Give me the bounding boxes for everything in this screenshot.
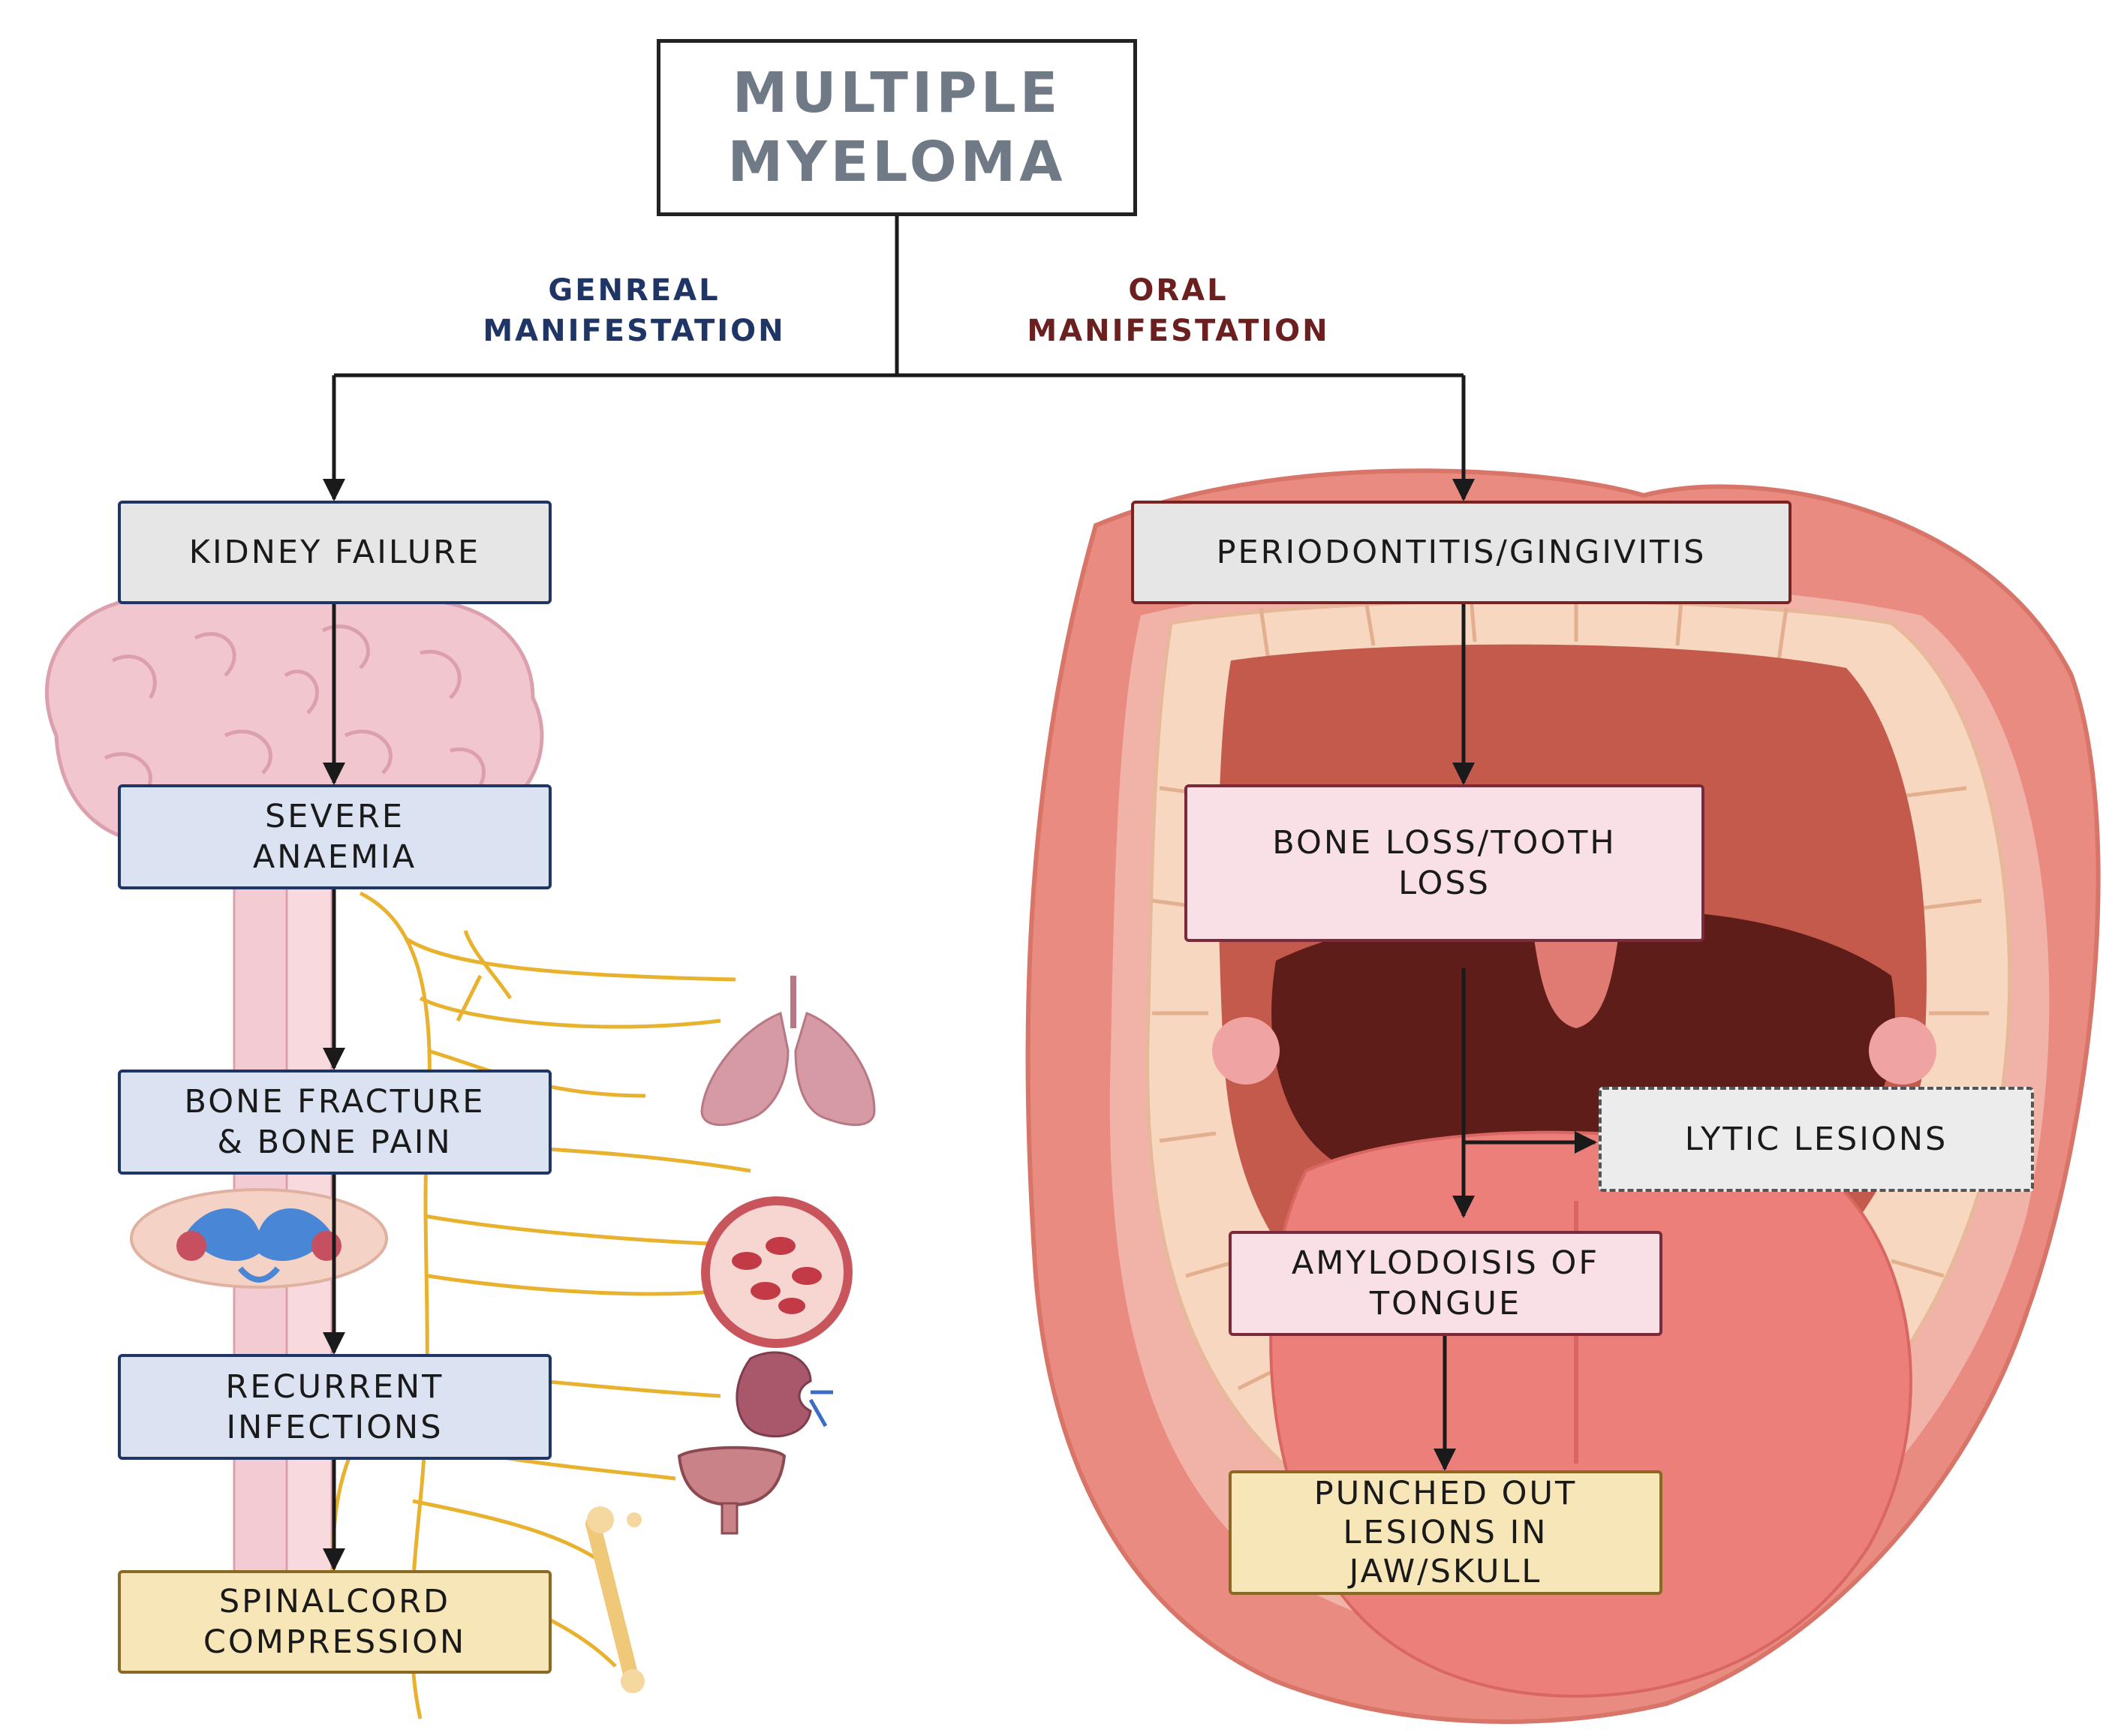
lytic-lesions-box: LYTIC LESIONS bbox=[1599, 1087, 2034, 1192]
general-label-line-1: GENREAL bbox=[548, 273, 721, 308]
oral-label-line-2: MANIFESTATION bbox=[1027, 314, 1330, 348]
bone-fracture-box: BONE FRACTURE & BONE PAIN bbox=[118, 1070, 552, 1175]
kidney-illustration bbox=[736, 1351, 833, 1438]
amylodoisis-of-tongue-box: AMYLODOISIS OF TONGUE bbox=[1229, 1231, 1662, 1336]
oral-label-line-1: ORAL bbox=[1128, 273, 1229, 308]
bone-illustration bbox=[585, 1506, 645, 1693]
title-line-2: MYELOMA bbox=[727, 130, 1067, 194]
title-box: MULTIPLE MYELOMA bbox=[657, 39, 1137, 216]
bone-loss-tooth-loss-box: BONE LOSS/TOOTH LOSS bbox=[1184, 784, 1704, 942]
spinal-cord-illustration bbox=[130, 884, 388, 1585]
title-line-1: MULTIPLE bbox=[732, 61, 1062, 125]
general-label-line-2: MANIFESTATION bbox=[483, 314, 786, 348]
severe-anaemia-box: SEVERE ANAEMIA bbox=[118, 784, 552, 889]
punched-out-lesions-box: PUNCHED OUT LESIONS IN JAW/SKULL bbox=[1229, 1470, 1662, 1595]
connector-lines bbox=[323, 216, 1597, 1571]
blood-cells-illustration bbox=[701, 1196, 853, 1348]
general-manifestation-label: GENREAL MANIFESTATION bbox=[420, 270, 848, 351]
recurrent-infections-box: RECURRENT INFECTIONS bbox=[118, 1354, 552, 1460]
spinalcord-compression-box: SPINALCORD COMPRESSION bbox=[118, 1570, 552, 1674]
lungs-illustration bbox=[700, 976, 876, 1127]
periodontitis-gingivitis-box: PERIODONTITIS/GINGIVITIS bbox=[1131, 501, 1792, 604]
kidney-failure-box: KIDNEY FAILURE bbox=[118, 501, 552, 604]
open-mouth-illustration bbox=[1025, 468, 2101, 1724]
oral-manifestation-label: ORAL MANIFESTATION bbox=[964, 270, 1392, 351]
bladder-illustration bbox=[677, 1446, 787, 1535]
